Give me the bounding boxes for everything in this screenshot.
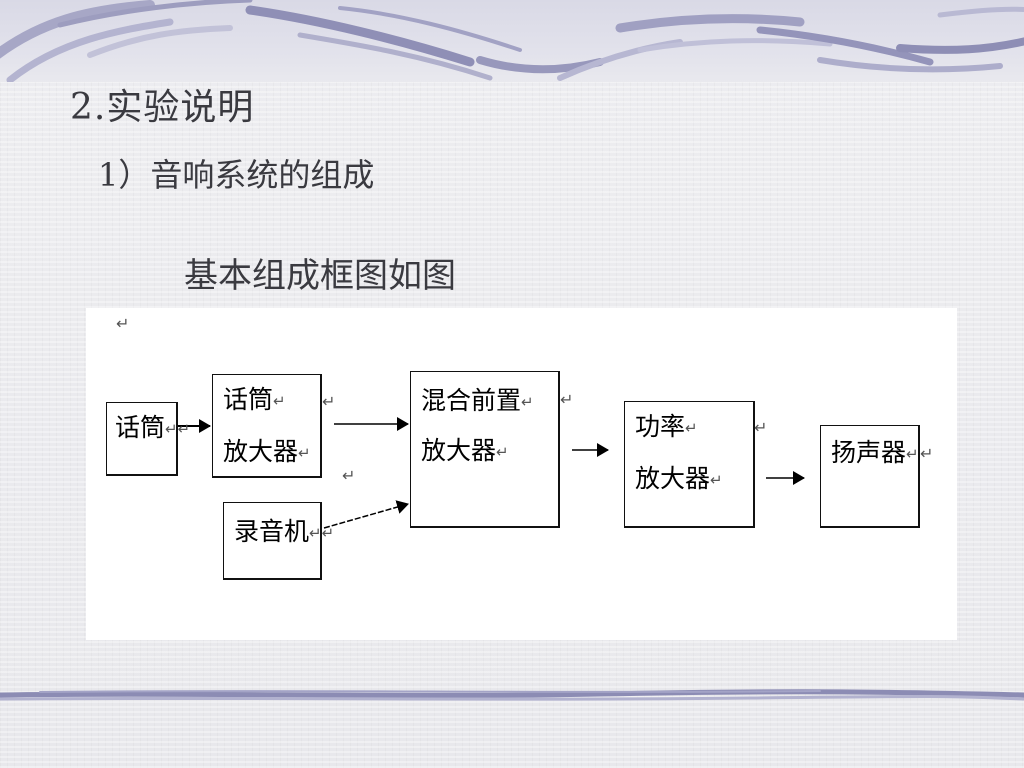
return-mark: ↵	[521, 393, 534, 411]
block-label: 录音机	[234, 517, 310, 546]
slide-title: 2.实验说明	[70, 87, 255, 128]
audio-system-block-diagram: ↵ ↵ ↵ ↵ ↵ ↵ 话筒↵↵ 话筒↵ 放大器↵ 录音机↵↵ 混合前置↵ 放大…	[86, 308, 957, 640]
return-mark: ↵	[165, 420, 178, 438]
return-mark: ↵	[298, 444, 311, 462]
return-mark: ↵	[321, 524, 335, 542]
block-label: 放大器	[635, 464, 711, 493]
return-mark: ↵	[906, 445, 919, 463]
block-label: 话筒	[223, 385, 274, 414]
block-label: 放大器	[223, 437, 299, 466]
return-mark: ↵	[496, 443, 509, 461]
return-mark: ↵	[116, 314, 130, 333]
section-subtitle: 1）音响系统的组成	[98, 156, 375, 194]
return-mark: ↵	[309, 524, 322, 542]
block-mic: 话筒↵↵	[106, 402, 190, 476]
block-speaker: 扬声器↵	[820, 425, 920, 528]
return-mark: ↵	[560, 390, 574, 409]
diagram-caption: 基本组成框图如图	[184, 256, 456, 296]
return-mark: ↵	[920, 444, 934, 463]
arrow-recorder-to-mixer	[323, 500, 409, 529]
return-mark: ↵	[177, 420, 191, 438]
return-mark: ↵	[685, 419, 698, 437]
decorative-top-band	[0, 0, 1024, 82]
block-label: 扬声器	[831, 438, 907, 467]
decorative-bottom-band	[0, 686, 1024, 706]
block-mixer-preamplifier: 混合前置↵ 放大器↵	[410, 371, 560, 528]
return-mark: ↵	[342, 466, 356, 485]
block-recorder: 录音机↵↵	[223, 502, 334, 580]
return-mark: ↵	[273, 392, 286, 410]
block-power-amplifier: 功率↵ 放大器↵	[624, 401, 755, 528]
block-label: 放大器	[421, 436, 497, 465]
return-mark: ↵	[710, 471, 723, 489]
return-mark: ↵	[754, 418, 768, 437]
block-mic-amplifier: 话筒↵ 放大器↵	[212, 374, 322, 478]
block-label: 话筒	[115, 413, 166, 442]
return-mark: ↵	[322, 392, 336, 411]
connection-arrows	[178, 417, 805, 529]
block-label: 混合前置	[421, 386, 522, 415]
block-label: 功率	[635, 412, 686, 441]
